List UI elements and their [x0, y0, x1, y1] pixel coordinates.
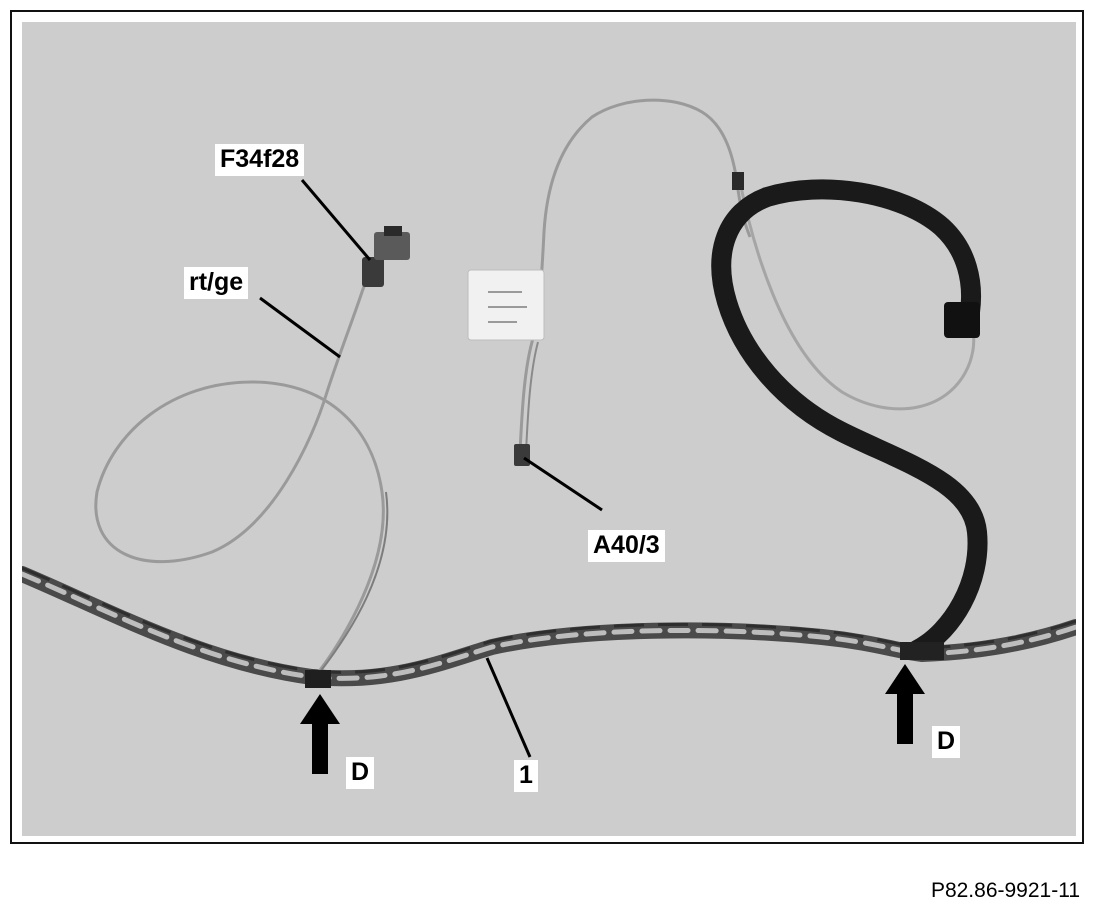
black-harness [711, 179, 988, 660]
f34f28-connector [362, 226, 410, 287]
label-rt-ge: rt/ge [184, 267, 249, 299]
main-harness [22, 566, 1076, 687]
arrow-d-left [300, 694, 340, 774]
label-d-left: D [346, 757, 375, 789]
label-f34f28: F34f28 [215, 144, 305, 176]
right-thin-wire [732, 172, 976, 411]
thin-loop-wire [94, 256, 389, 675]
photo-frame: F34f28 rt/ge A40/3 1 D D [10, 10, 1084, 844]
middle-wire [467, 98, 752, 466]
wiring-harness-photo: F34f28 rt/ge A40/3 1 D D [22, 22, 1076, 836]
left-tie-point [305, 670, 331, 688]
label-a40-3: A40/3 [588, 530, 665, 562]
harness-illustration [22, 98, 1076, 774]
label-d-right: D [932, 726, 961, 758]
leader-lines [259, 179, 603, 758]
label-harness-1: 1 [514, 760, 538, 792]
reference-code: P82.86-9921-11 [930, 879, 1080, 902]
arrow-d-right [885, 664, 925, 744]
